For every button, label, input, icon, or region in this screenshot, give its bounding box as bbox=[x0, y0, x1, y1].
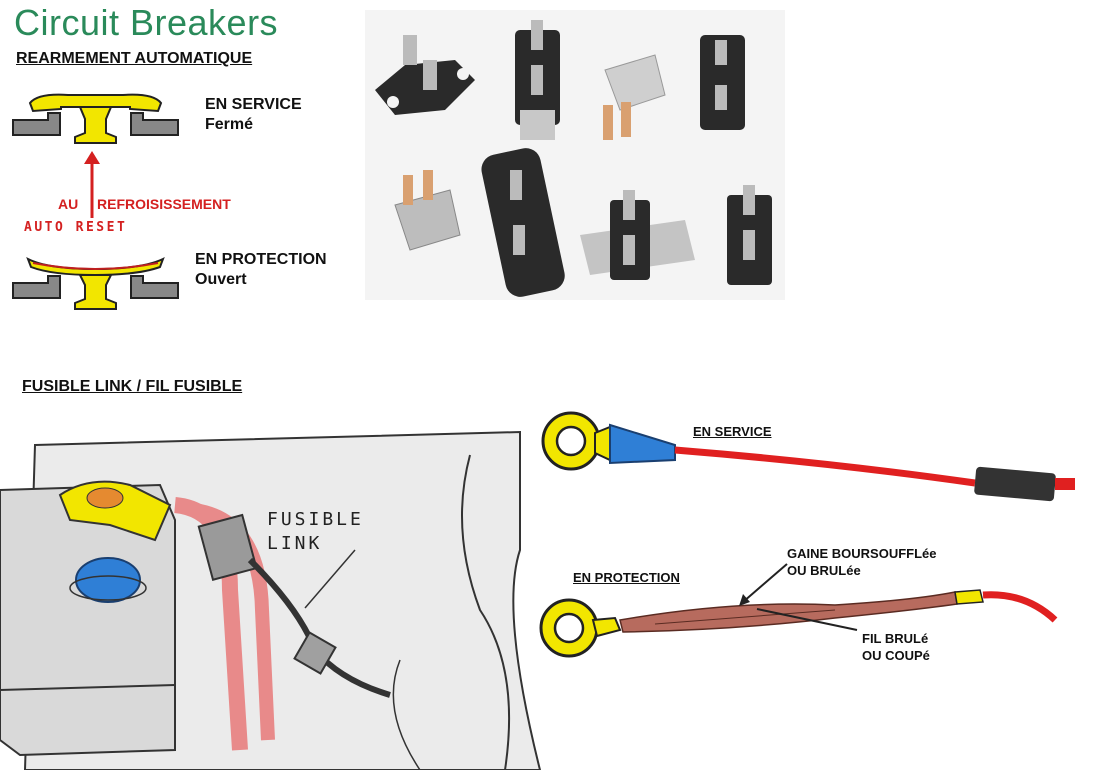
service-label: EN SERVICE bbox=[693, 424, 772, 439]
closed-state-label: EN SERVICE Fermé bbox=[205, 95, 302, 135]
breaker-closed-diagram bbox=[12, 93, 179, 144]
wire-note: FIL BRULé OU COUPé bbox=[862, 630, 930, 664]
reset-label-right: REFROISISSEMENT bbox=[97, 196, 231, 212]
closed-state-line1: EN SERVICE bbox=[205, 96, 302, 113]
callout-line2: LINK bbox=[267, 533, 323, 554]
page-title: Circuit Breakers bbox=[14, 2, 279, 43]
wire-pointer-line-icon bbox=[756, 608, 858, 631]
battery-cap-icon bbox=[69, 557, 147, 603]
fusible-link-protection bbox=[539, 589, 1058, 658]
sheath-note: GAINE BOURSOUFFLée OU BRULée bbox=[787, 545, 937, 579]
breaker-square-icon bbox=[515, 20, 560, 140]
sheath-note-line2: OU BRULée bbox=[787, 563, 861, 578]
sheath-pointer-arrow-icon bbox=[739, 563, 788, 606]
open-state-label: EN PROTECTION Ouvert bbox=[195, 250, 327, 290]
fusible-link-service bbox=[541, 411, 1075, 502]
breaker-open-diagram bbox=[12, 256, 179, 310]
breaker-long-icon bbox=[481, 148, 565, 297]
reset-arrow-icon bbox=[84, 151, 100, 218]
breaker-blade-icon bbox=[603, 54, 666, 140]
breaker-bracket-icon bbox=[580, 190, 695, 280]
protection-label: EN PROTECTION bbox=[573, 570, 680, 585]
engine-bay-illustration bbox=[0, 430, 542, 770]
wire-note-line1: FIL BRULé bbox=[862, 631, 929, 646]
fusible-heading: FUSIBLE LINK / FIL FUSIBLE bbox=[22, 378, 243, 395]
breaker-narrow-icon bbox=[727, 185, 772, 285]
wire-note-line2: OU COUPé bbox=[862, 648, 930, 663]
fusible-link-callout: FUSIBLE LINK bbox=[267, 508, 364, 556]
closed-state-line2: Fermé bbox=[205, 116, 254, 133]
breaker-heading: REARMEMENT AUTOMATIQUE bbox=[16, 50, 253, 67]
breaker-flange-icon bbox=[375, 35, 475, 115]
breaker-metal-icon bbox=[394, 170, 461, 251]
reset-label-left: AU bbox=[58, 196, 79, 212]
sheath-note-line1: GAINE BOURSOUFFLée bbox=[787, 546, 937, 561]
breaker-small-icon bbox=[700, 35, 745, 130]
open-state-line1: EN PROTECTION bbox=[195, 251, 327, 268]
callout-line1: FUSIBLE bbox=[267, 509, 364, 530]
auto-reset-label: AUTO RESET bbox=[24, 220, 128, 235]
breakers-photo bbox=[365, 10, 785, 300]
open-state-line2: Ouvert bbox=[195, 271, 247, 288]
